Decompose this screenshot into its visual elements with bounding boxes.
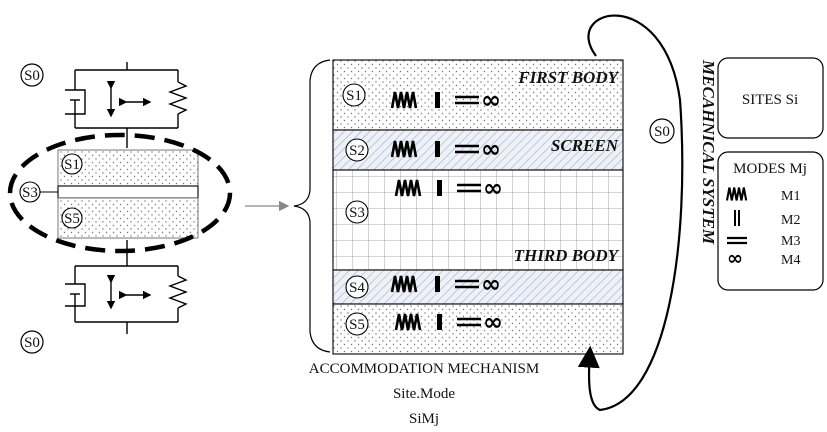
svg-text:∞: ∞ [481, 86, 501, 114]
svg-text:∞: ∞ [483, 174, 503, 202]
mode-m1-icon [394, 179, 422, 197]
svg-text:∞: ∞ [481, 135, 501, 163]
legend-mode-label: M3 [781, 234, 800, 249]
mode-m1-icon [390, 91, 418, 109]
layer-second-body [332, 303, 624, 355]
left-s3-label: S3 [22, 185, 38, 201]
system-label: MECAHNICAL SYSTEM [699, 59, 718, 245]
svg-text:∞: ∞ [727, 246, 743, 269]
mode-m1-icon [725, 187, 748, 201]
mode-m4-icon: ∞ [481, 270, 501, 298]
legend-sites-title: SITES Si [742, 92, 798, 108]
mode-m3-icon [455, 279, 479, 289]
mode-m2-icon [437, 314, 442, 330]
left-third-body [57, 185, 199, 199]
left-model: S0 S1 S3 S5 S0 [7, 62, 233, 354]
mode-m4-icon: ∞ [481, 135, 501, 163]
layer-site-circle [342, 83, 366, 107]
mode-m3-icon [457, 317, 481, 327]
layer-title-first-body: FIRST BODY [517, 68, 619, 87]
caption-line2: Site.Mode [393, 386, 455, 402]
mode-m4-icon: ∞ [727, 246, 743, 269]
mode-m3-icon [457, 183, 481, 193]
layer-third-body [332, 169, 624, 271]
mode-m4-icon: ∞ [483, 308, 503, 336]
mode-m1-icon [394, 313, 422, 331]
legend-modes-title: MODES Mj [733, 161, 807, 177]
mode-m3-icon [455, 95, 479, 105]
mode-m3-icon [455, 144, 479, 154]
svg-text:∞: ∞ [481, 270, 501, 298]
top-damper-spring [65, 62, 188, 148]
mode-m2-icon [435, 92, 440, 108]
outer-site-label: S0 [654, 124, 670, 140]
top-site-circle [20, 63, 44, 87]
layer-site-label: S2 [349, 143, 365, 159]
legend-mode-label: M2 [781, 213, 800, 228]
legend-sites-box [717, 57, 824, 139]
layer-site-label: S1 [346, 88, 362, 104]
layer-site-circle [345, 312, 369, 336]
mode-m2-icon [435, 276, 440, 292]
layer-title-screen: SCREEN [551, 136, 619, 155]
svg-text:∞: ∞ [483, 308, 503, 336]
top-site-label: S0 [24, 68, 40, 84]
system-loop-arrow [577, 14, 684, 412]
layers-brace [293, 59, 331, 353]
caption-line3: SiMj [409, 411, 439, 427]
mode-m4-icon: ∞ [481, 86, 501, 114]
layer-title-third-body: THIRD BODY [514, 246, 620, 265]
layer-site-circle [345, 200, 369, 224]
legend-modes-box [717, 151, 824, 291]
mode-m4-icon: ∞ [483, 174, 503, 202]
outer-site-circle [649, 118, 675, 144]
mode-m2-icon [437, 180, 442, 196]
layer-mode-glyphs: ∞ ∞ ∞ ∞ ∞ [390, 86, 503, 336]
legend-m2-icon [734, 210, 736, 226]
legend-mode-label: M4 [781, 253, 800, 268]
left-s5-circle [61, 207, 83, 229]
legend-m2-icon [738, 210, 740, 226]
left-s1-circle [61, 153, 83, 175]
mode-m2-icon [435, 141, 440, 157]
mode-m1-icon [390, 140, 418, 158]
layer-screen [332, 129, 624, 171]
legend-mode-label: M1 [781, 189, 800, 204]
bottom-site-label: S0 [24, 335, 40, 351]
bottom-damper-spring [65, 240, 188, 334]
layer-first-body [332, 59, 624, 131]
layer-site-label: S5 [349, 317, 365, 333]
layer-stack: FIRST BODY SCREEN THIRD BODY S1S2S3S4S5 … [332, 59, 624, 355]
layer-site-circle [345, 138, 369, 162]
left-s1-label: S1 [64, 157, 80, 173]
layer-site-circle [345, 275, 369, 299]
left-s5-label: S5 [64, 211, 80, 227]
layer-site-label: S3 [349, 205, 365, 221]
bottom-site-circle [20, 330, 44, 354]
focus-ellipse [7, 132, 233, 254]
caption-line1: ACCOMMODATION MECHANISM [309, 361, 539, 377]
mode-m1-icon [390, 275, 418, 293]
layer-site-label: S4 [349, 280, 365, 296]
